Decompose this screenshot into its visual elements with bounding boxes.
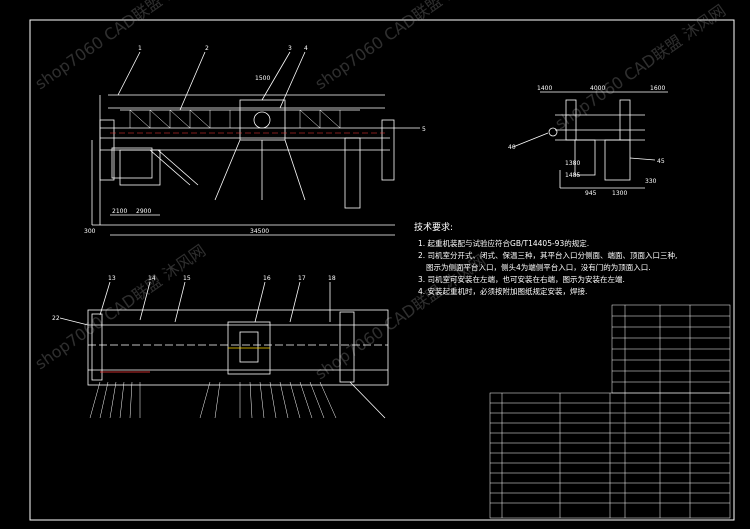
- label-1: 1: [138, 45, 142, 52]
- tech-req-line-4: 3. 司机室可安装在左端，也可安装在右端，图示为安装在左端.: [418, 275, 625, 284]
- tech-req-line-3: 图示为侧面平台入口，侧头4为端侧平台入口，没有门的为顶面入口.: [426, 263, 651, 272]
- dim-1300: 1300: [612, 190, 627, 197]
- label-18: 18: [328, 275, 336, 282]
- label-3: 3: [288, 45, 292, 52]
- dim-1485: 1485: [565, 172, 580, 179]
- tech-req-title: 技术要求:: [414, 223, 454, 233]
- label-22: 22: [52, 315, 60, 322]
- dim-945: 945: [585, 190, 597, 197]
- dim-1600: 1600: [650, 85, 665, 92]
- dim-1400: 1400: [537, 85, 552, 92]
- side-elevation-view: [512, 91, 668, 189]
- front-elevation-text: 1 2 3 4 5 1500 2900 34500 300 2100: [84, 45, 426, 235]
- tech-req-line-5: 4. 安装起重机时，必须按附加图纸规定安装，焊接.: [418, 287, 588, 296]
- label-4: 4: [304, 45, 308, 52]
- label-45: 45: [657, 158, 665, 165]
- dim-34500: 34500: [250, 228, 269, 235]
- tech-req-line-2: 2. 司机室分开式、闭式、保温三种，其平台入口分侧面、端面、顶面入口三种,: [418, 251, 678, 260]
- technical-requirements: 技术要求: 1. 起重机装配与试验应符合GB/T14405-93的规定. 2. …: [414, 222, 718, 298]
- side-elevation-text: 1400 4000 1600 1380 1485 945 1300 330 40…: [508, 85, 665, 197]
- dim-1500: 1500: [255, 75, 270, 82]
- watermark-text-3: shop7060 CAD联盟 沐风网: [31, 241, 209, 373]
- label-17: 17: [298, 275, 306, 282]
- dim-2100: 2100: [112, 208, 127, 215]
- tech-req-line-1: 1. 起重机装配与试验应符合GB/T14405-93的规定.: [418, 239, 590, 248]
- dim-4000: 4000: [590, 85, 605, 92]
- dim-330: 330: [645, 178, 657, 185]
- drawing-frame: [29, 19, 735, 521]
- dim-1380: 1380: [565, 160, 580, 167]
- label-13: 13: [108, 275, 116, 282]
- plan-view-text: 13 14 15 16 17 18 22: [52, 275, 336, 322]
- label-5: 5: [422, 126, 426, 133]
- label-2: 2: [205, 45, 209, 52]
- watermark-text-5: shop7060 CAD联盟 沐风网: [551, 1, 729, 133]
- watermark-text-2: shop7060 CAD联盟 沐风网: [311, 0, 489, 93]
- watermark-text-1: shop7060 CAD联盟 沐风网: [31, 0, 209, 93]
- label-40: 40: [508, 144, 516, 151]
- dim-300: 300: [84, 228, 96, 235]
- label-14: 14: [148, 275, 156, 282]
- front-elevation-view: [91, 51, 420, 236]
- parts-list-table: [489, 304, 731, 519]
- dim-2900a: 2900: [136, 208, 151, 215]
- label-16: 16: [263, 275, 271, 282]
- label-15: 15: [183, 275, 191, 282]
